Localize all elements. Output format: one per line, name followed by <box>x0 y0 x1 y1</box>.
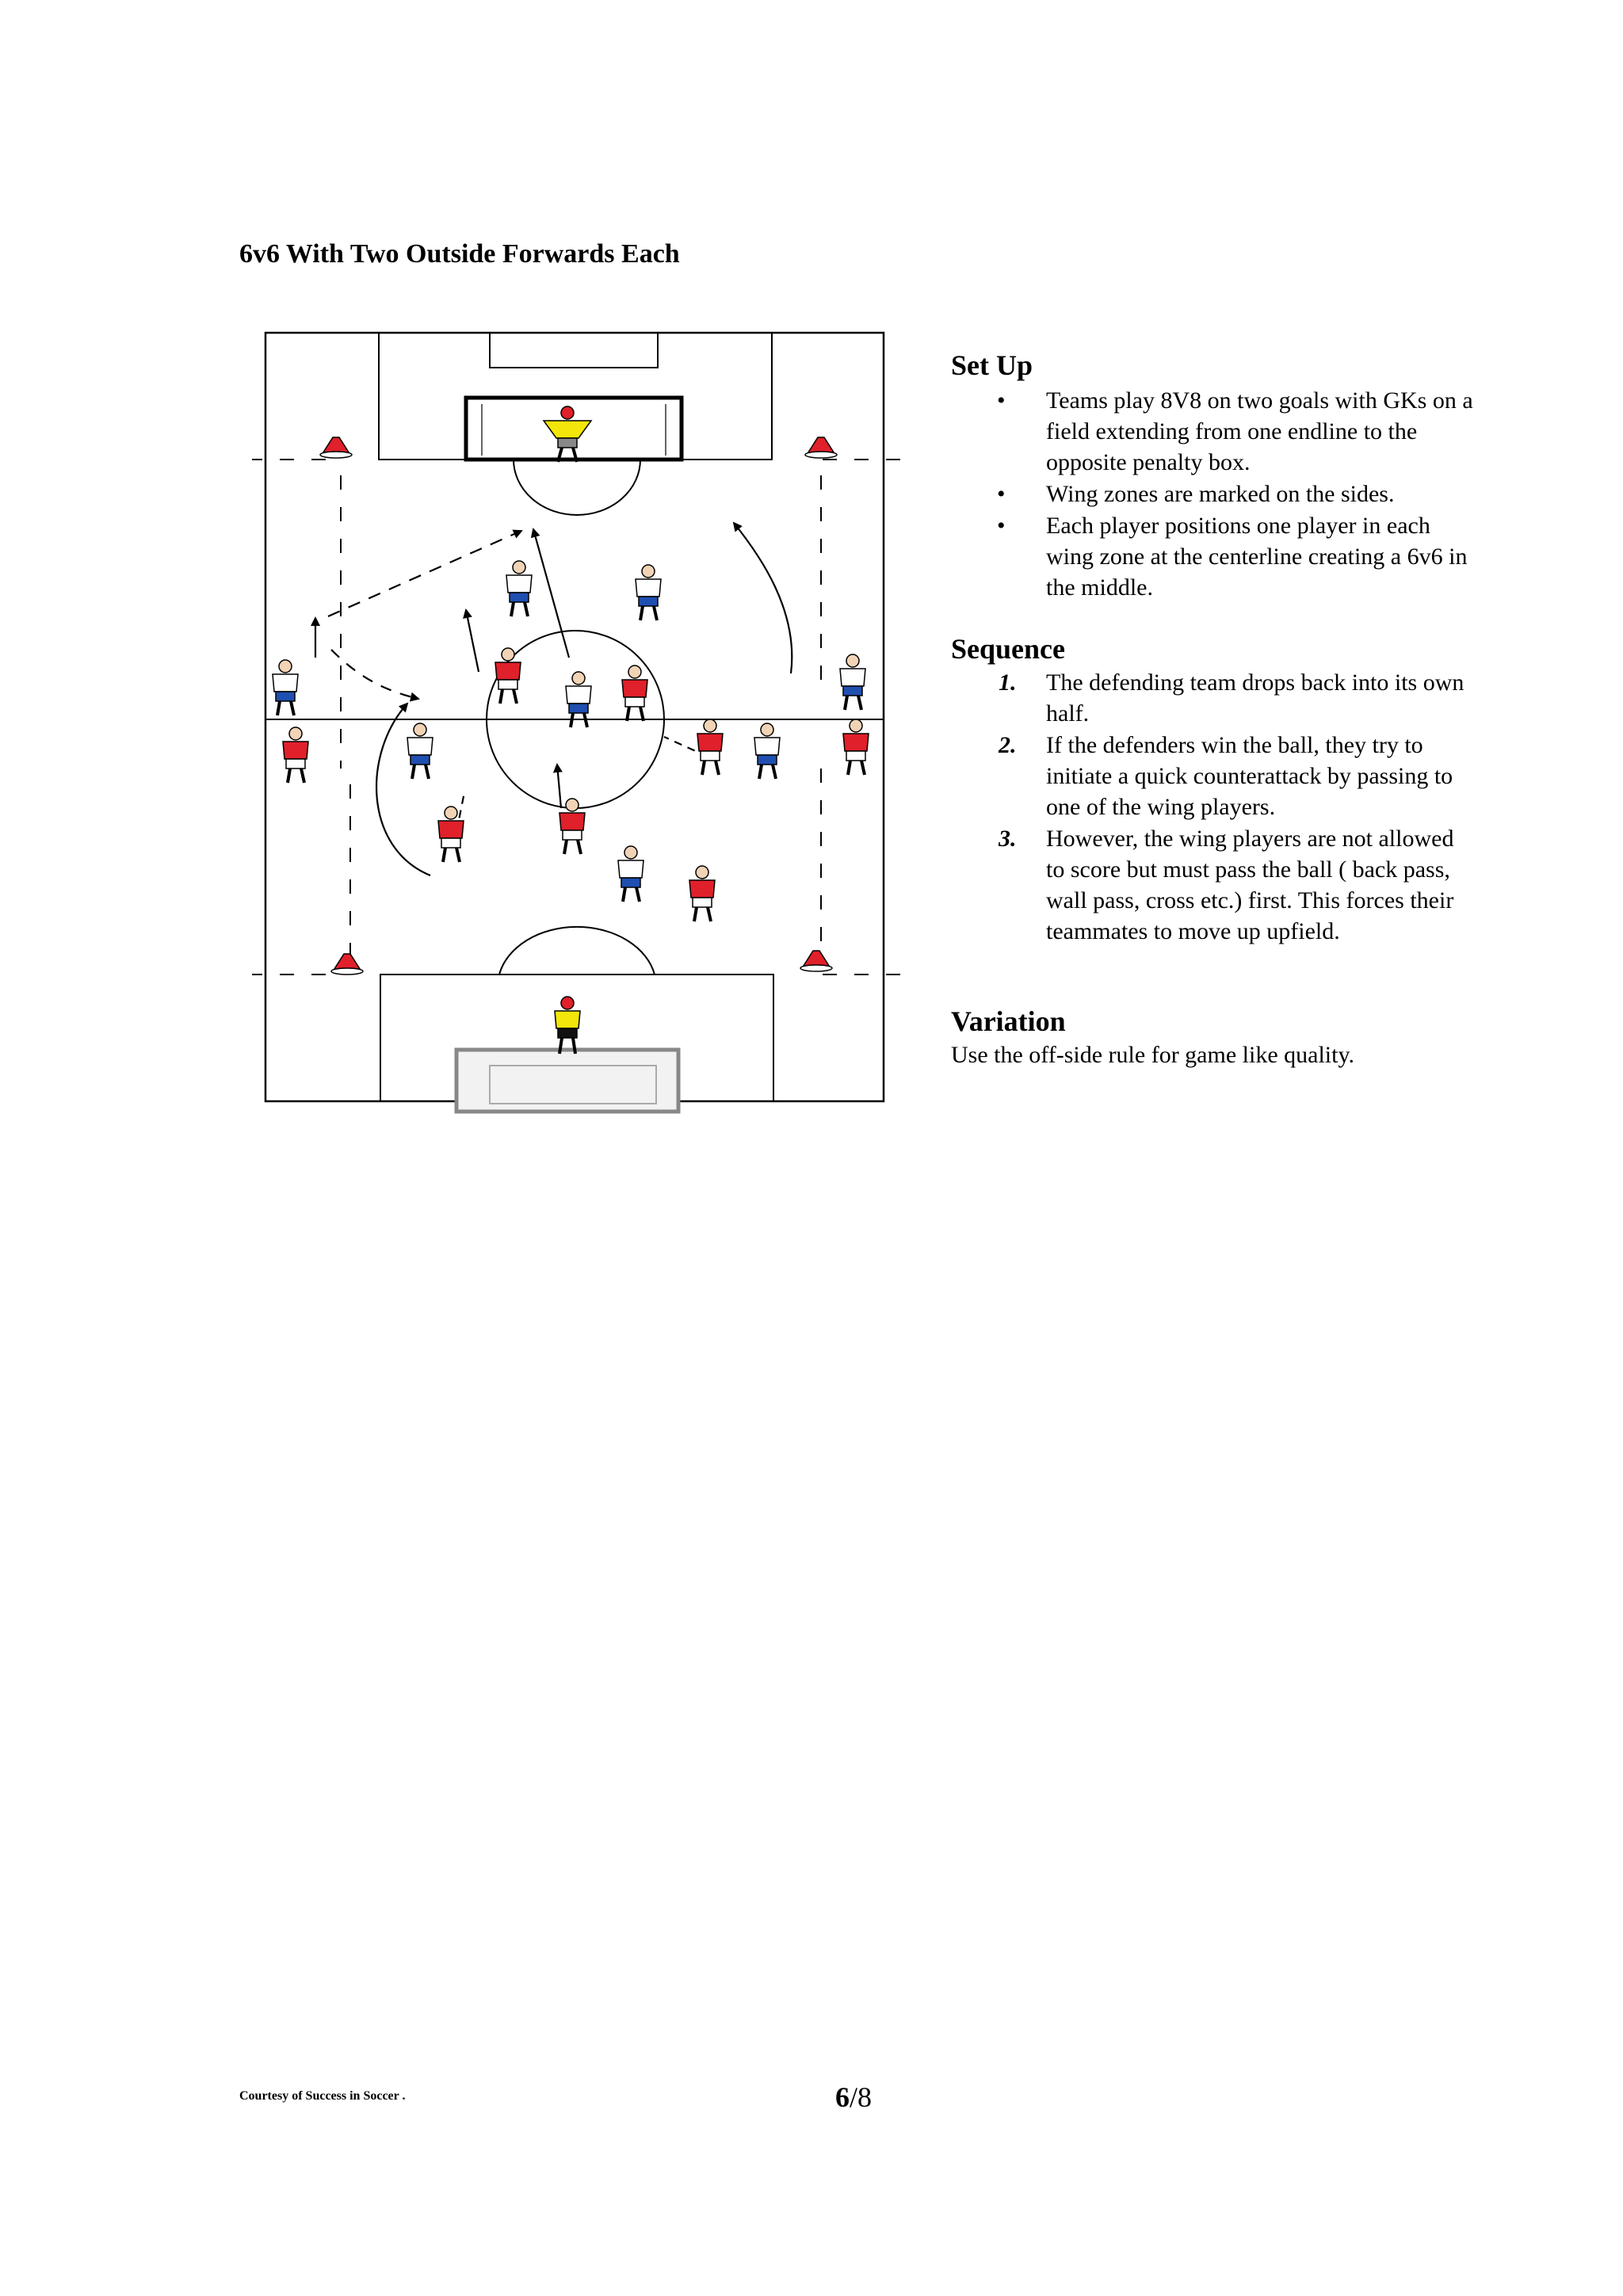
bottom-goal <box>454 1047 681 1114</box>
bullet-icon: • <box>997 513 1006 539</box>
page-title: 6v6 With Two Outside Forwards Each <box>239 239 680 269</box>
variation-heading: Variation <box>951 1005 1066 1037</box>
list-item: 2.If the defenders win the ball, they tr… <box>999 732 1453 820</box>
variation-text: Use the off-side rule for game like qual… <box>951 1042 1355 1068</box>
sequence-list: 1.The defending team drops back into its… <box>951 667 1474 948</box>
footer-credit: Courtesy of Success in Soccer . <box>239 2089 406 2103</box>
top-goalkeeper <box>542 406 593 463</box>
list-item: •Wing zones are marked on the sides. <box>951 479 1474 509</box>
top-goal <box>464 395 684 462</box>
bottom-goalkeeper <box>554 996 581 1055</box>
setup-heading: Set Up <box>951 349 1033 381</box>
page-number: 6/8 <box>835 2081 873 2113</box>
top-goal-area <box>489 332 659 368</box>
sequence-heading: Sequence <box>951 633 1065 665</box>
list-item: •Each player positions one player in eac… <box>951 510 1474 603</box>
field-svg <box>252 331 910 1114</box>
field-diagram <box>252 325 918 1117</box>
setup-list: •Teams play 8V8 on two goals with GKs on… <box>951 385 1474 604</box>
bullet-icon: • <box>997 387 1006 414</box>
list-item: 3.However, the wing players are not allo… <box>999 826 1454 944</box>
wing-zone-lines <box>252 459 910 975</box>
bullet-icon: • <box>997 481 1006 507</box>
list-item: •Teams play 8V8 on two goals with GKs on… <box>951 385 1474 478</box>
list-item: 1.The defending team drops back into its… <box>999 669 1465 727</box>
